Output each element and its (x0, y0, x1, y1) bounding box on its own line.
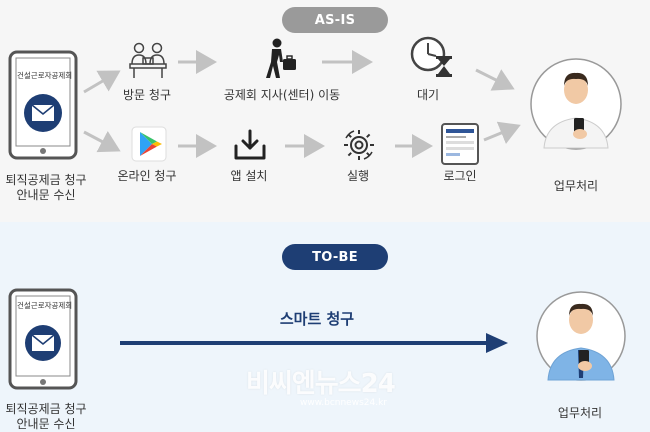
download-icon (234, 129, 266, 160)
phone-caption-line2: 안내문 수신 (16, 188, 76, 202)
app-install-label: 앱 설치 (230, 169, 268, 183)
person-avatar-tobe (536, 291, 626, 381)
arrow-to-visit (83, 70, 121, 94)
watermark-logo-text: 비씨엔뉴스24 (246, 369, 396, 399)
online-claim-label: 온라인 청구 (117, 169, 177, 183)
wait-label: 대기 (416, 88, 440, 102)
process-label: 업무처리 (553, 179, 599, 193)
walking-person-icon (266, 38, 296, 78)
visit-claim-label: 방문 청구 (123, 88, 171, 102)
watermark-url: www.bcnnews24.kr (300, 398, 387, 408)
clock-hourglass-icon (410, 36, 452, 77)
phone-caption-line2-tobe: 안내문 수신 (16, 417, 76, 431)
phone-icon-tobe (8, 288, 78, 390)
phone-caption-line1-tobe: 퇴직공제금 청구 (5, 402, 87, 416)
gear-icon (344, 130, 374, 160)
login-label: 로그인 (443, 169, 477, 183)
arrow-to-online (83, 130, 121, 153)
as-is-arrows (83, 50, 521, 158)
run-label: 실행 (346, 169, 370, 183)
phone-caption: 퇴직공제금 청구 안내문 수신 (5, 173, 86, 203)
as-is-badge: AS-IS (282, 7, 388, 33)
phone-header-text-tobe: 건설근로자공제회 (17, 301, 73, 310)
arrow-login-process (483, 121, 521, 144)
phone-caption-tobe: 퇴직공제금 청구 안내문 수신 (5, 402, 86, 432)
person-avatar (530, 58, 622, 150)
smart-claim-arrow (120, 333, 508, 353)
to-be-badge: TO-BE (282, 244, 388, 270)
process-label-tobe: 업무처리 (557, 406, 603, 420)
move-branch-label: 공제회 지사(센터) 이동 (223, 88, 341, 102)
phone-icon (8, 50, 78, 160)
smart-claim-label: 스마트 청구 (279, 310, 355, 328)
login-screen-icon (441, 123, 479, 165)
arrow-wait-process (475, 68, 515, 91)
phone-caption-line1: 퇴직공제금 청구 (5, 173, 87, 187)
counter-desk-icon (129, 42, 167, 78)
phone-header-text: 건설근로자공제회 (17, 71, 73, 80)
play-store-icon (131, 126, 167, 162)
